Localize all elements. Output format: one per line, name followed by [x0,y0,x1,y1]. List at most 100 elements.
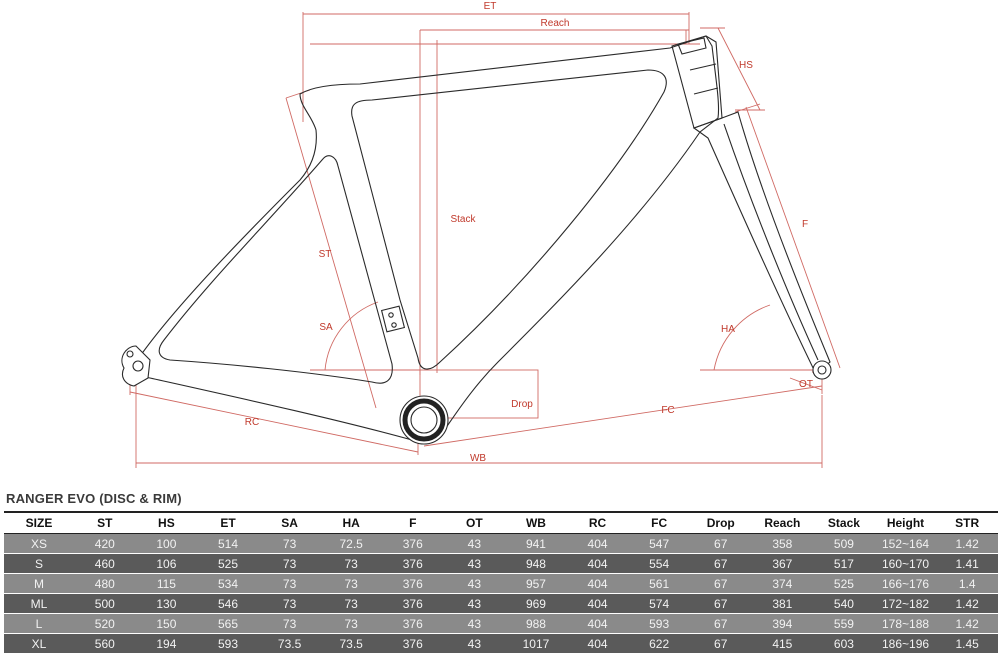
table-cell: 559 [813,613,875,634]
table-cell: 1.42 [936,533,998,554]
table-cell: 160~170 [874,553,937,574]
table-cell: 969 [505,593,567,614]
table-cell: 374 [751,573,814,594]
table-cell: 100 [135,533,198,554]
table-cell: 73 [320,573,382,594]
label-stack: Stack [450,214,476,225]
table-cell: 67 [689,573,752,594]
table-cell: 1.41 [936,553,998,574]
table-cell: 194 [135,633,198,654]
table-cell: 43 [443,553,506,574]
table-cell: 525 [197,553,259,574]
table-header-cell: FC [628,511,690,534]
table-cell: 166~176 [874,573,937,594]
table-cell: 514 [197,533,259,554]
table-cell: 500 [74,593,136,614]
table-header-cell: RC [566,511,629,534]
table-cell: 554 [628,553,690,574]
table-cell: 376 [381,533,444,554]
table-cell: 72.5 [320,533,382,554]
table-cell: 1017 [505,633,567,654]
table-header-cell: ST [74,511,136,534]
table-cell: 593 [197,633,259,654]
table-cell: 509 [813,533,875,554]
frame-outer-outline [134,35,720,441]
table-header-cell: Height [874,511,937,534]
table-cell: 404 [566,613,629,634]
table-cell: 172~182 [874,593,937,614]
label-rc: RC [245,417,259,428]
table-cell: 415 [751,633,814,654]
table-cell: 565 [197,613,259,634]
label-et: ET [484,1,497,12]
table-cell: L [4,613,74,634]
table-header-cell: Stack [813,511,875,534]
table-cell: 73 [320,593,382,614]
table-cell: 547 [628,533,690,554]
table-cell: 404 [566,573,629,594]
table-cell: 73.5 [320,633,382,654]
table-cell: 67 [689,613,752,634]
table-cell: 67 [689,533,752,554]
table-cell: 43 [443,533,506,554]
table-cell: 988 [505,613,567,634]
table-cell: 1.42 [936,593,998,614]
table-cell: 376 [381,573,444,594]
table-header-cell: F [381,511,444,534]
table-header-cell: SIZE [4,511,74,534]
dimension-lines [129,12,841,468]
table-cell: 43 [443,633,506,654]
table-cell: 152~164 [874,533,937,554]
label-ha: HA [721,324,735,335]
table-cell: 546 [197,593,259,614]
label-wb: WB [470,453,486,464]
table-cell: 73 [320,553,382,574]
table-cell: 517 [813,553,875,574]
table-cell: 603 [813,633,875,654]
table-cell: 574 [628,593,690,614]
table-cell: 622 [628,633,690,654]
table-cell: 73 [258,593,321,614]
table-cell: 941 [505,533,567,554]
table-cell: 186~196 [874,633,937,654]
table-cell: 73.5 [258,633,321,654]
table-cell: M [4,573,74,594]
label-f: F [802,219,808,230]
table-header-cell: Reach [751,511,814,534]
table-cell: 67 [689,553,752,574]
label-reach: Reach [541,18,570,29]
fork [692,111,831,375]
table-cell: 420 [74,533,136,554]
table-cell: 73 [320,613,382,634]
main-triangle-window [351,69,667,370]
table-cell: 73 [258,573,321,594]
table-cell: 1.42 [936,613,998,634]
table-cell: S [4,553,74,574]
table-header-cell: SA [258,511,321,534]
table-cell: 178~188 [874,613,937,634]
table-cell: 404 [566,593,629,614]
table-cell: 43 [443,593,506,614]
table-header-cell: HA [320,511,382,534]
rear-dropout [121,345,151,387]
table-cell: XL [4,633,74,654]
table-cell: 520 [74,613,136,634]
table-cell: 376 [381,633,444,654]
table-cell: 150 [135,613,198,634]
table-cell: 73 [258,553,321,574]
table-cell: 376 [381,553,444,574]
table-cell: ML [4,593,74,614]
table-cell: XS [4,533,74,554]
label-st: ST [319,249,332,260]
table-header-cell: OT [443,511,506,534]
table-cell: 560 [74,633,136,654]
table-cell: 593 [628,613,690,634]
table-cell: 67 [689,633,752,654]
